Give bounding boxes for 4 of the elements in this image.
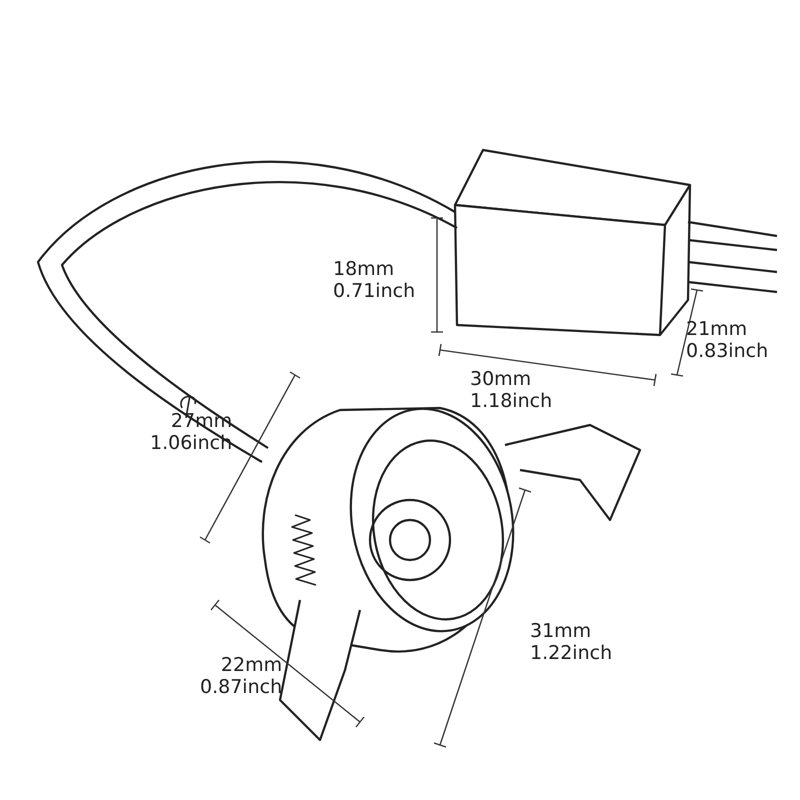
dimension-label: 18mm 0.71inch (333, 258, 416, 302)
dimension-label: 31mm 1.22inch (530, 620, 612, 664)
dimension-label: 22mm 0.87inch (200, 654, 282, 698)
dimension-label: 30mm 1.18inch (470, 368, 552, 412)
